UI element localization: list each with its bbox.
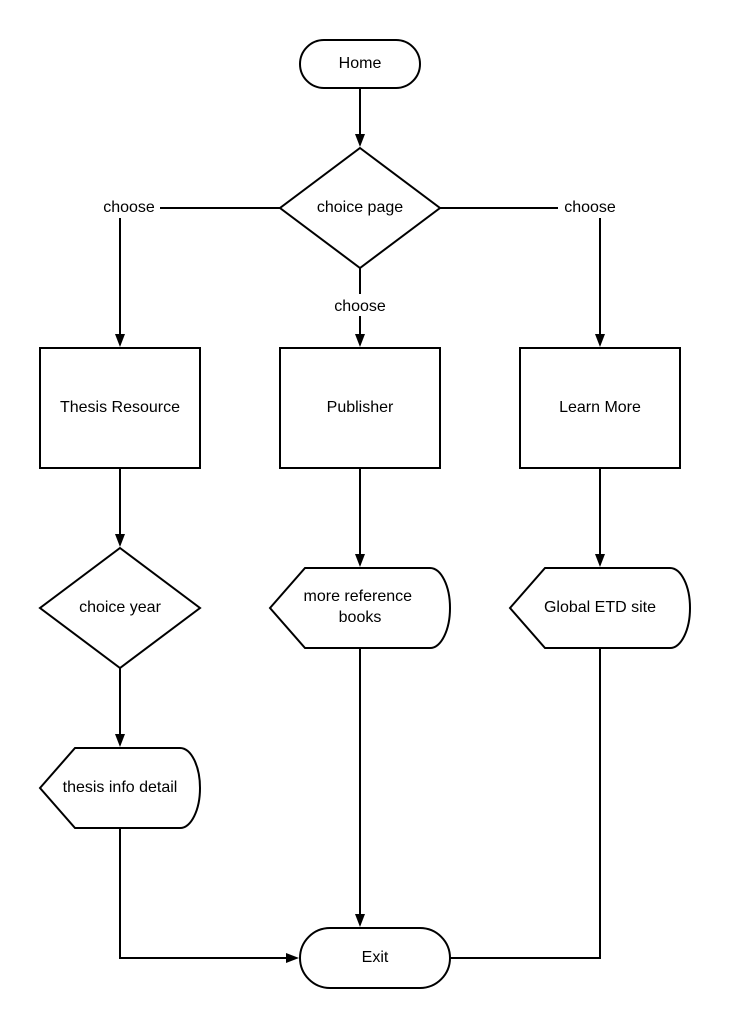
node-publisher-label: Publisher [327,399,394,416]
edge-label-right: choose [564,199,616,216]
arrowhead-global-etd [595,554,605,567]
arrowhead-publisher [355,334,365,347]
node-learn-more: Learn More [519,347,681,469]
node-home: Home [299,39,421,89]
node-choice-year-label: choice year [79,599,161,616]
arrowhead-exit-top [355,914,365,927]
node-choice-page: choice page [278,146,442,270]
node-more-reference-books-line-2: books [339,609,382,626]
edge-thesis-info-to-exit [119,828,288,959]
arrowhead-learn-more [595,334,605,347]
edge-choice-to-learn-more [440,207,601,336]
edge-global-etd-to-exit [432,648,601,959]
node-choice-year: choice year [38,546,202,670]
edge-choice-to-thesis-resource [119,207,280,336]
node-exit: Exit [299,927,451,989]
node-choice-page-label: choice page [317,199,403,216]
arrowhead-thesis-resource [115,334,125,347]
edge-labels: choose choose choose [98,196,622,316]
arrowhead-thesis-info [115,734,125,747]
node-thesis-info-detail-label: thesis info detail [63,779,178,796]
arrowhead-exit-left [286,953,299,963]
node-more-reference-books-line-1: more reference [304,588,413,605]
node-home-label: Home [339,55,382,72]
nodes: Home choice page Thesis Resource Publish… [38,39,691,989]
arrowhead-choice-page [355,134,365,147]
arrowhead-reference-books [355,554,365,567]
node-thesis-resource: Thesis Resource [39,347,201,469]
edge-label-left: choose [103,199,155,216]
edge-label-middle: choose [334,298,386,315]
node-more-reference-books-label: more reference books [304,588,417,626]
node-learn-more-label: Learn More [559,399,641,416]
node-thesis-resource-label: Thesis Resource [60,399,180,416]
node-publisher: Publisher [279,347,441,469]
node-thesis-info-detail: thesis info detail [38,747,201,829]
node-more-reference-books: more reference books [268,567,451,649]
node-global-etd-site: Global ETD site [508,567,691,649]
node-global-etd-site-label: Global ETD site [544,599,656,616]
edges [115,88,605,963]
arrowhead-choice-year [115,534,125,547]
node-exit-label: Exit [362,949,389,966]
